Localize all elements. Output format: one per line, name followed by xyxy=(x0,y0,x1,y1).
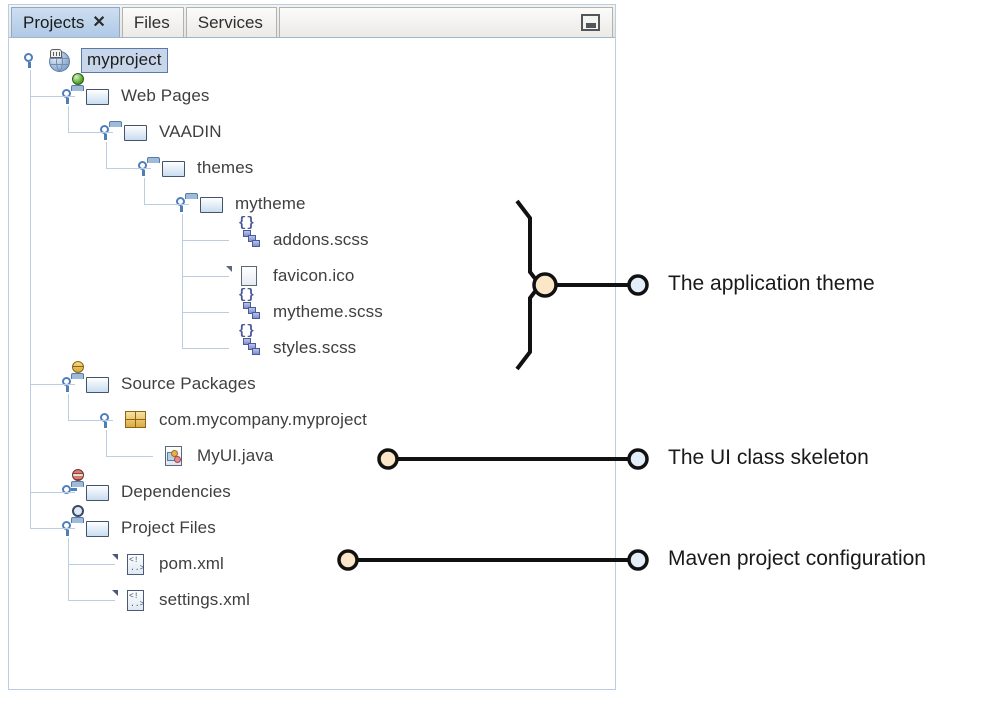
tree-row-label: settings.xml xyxy=(159,590,250,609)
tree-row[interactable]: {}mytheme.scss xyxy=(238,287,383,321)
expand-handle-open-icon[interactable] xyxy=(61,376,77,392)
expand-handle-open-icon[interactable] xyxy=(23,52,39,68)
tree-guide-line xyxy=(182,276,229,277)
tree-row[interactable]: VAADIN xyxy=(9,114,615,150)
tree-row-label: pom.xml xyxy=(159,554,224,573)
tree-guide-line xyxy=(30,96,75,97)
tree-guide-line xyxy=(68,106,69,132)
tree-guide-line xyxy=(30,492,75,493)
tree-guide-line xyxy=(182,240,229,241)
tree-row-label: themes xyxy=(197,158,254,177)
tree-guide-line xyxy=(106,430,107,456)
tab-projects-label: Projects xyxy=(23,12,85,32)
callout-end-dot xyxy=(627,274,649,296)
tree-guide-line xyxy=(68,132,113,133)
tree-row[interactable]: MyUI.java xyxy=(9,438,615,474)
tree-row[interactable]: Dependencies xyxy=(9,469,615,510)
tree-guide-line xyxy=(68,394,69,420)
tree-row[interactable]: favicon.ico xyxy=(9,258,615,294)
tree-row-label: Source Packages xyxy=(121,374,256,393)
callout-label-maven-project-configuration: Maven project configuration xyxy=(668,547,926,570)
tree-row-label: styles.scss xyxy=(273,338,357,357)
tree-row[interactable]: Web Pages xyxy=(9,73,615,114)
tree-guide-line xyxy=(106,142,107,168)
tree-row[interactable]: themes xyxy=(9,150,615,186)
tree-guide-line xyxy=(106,168,151,169)
tree-row-label: MyUI.java xyxy=(197,446,274,465)
tab-projects[interactable]: Projects ✕ xyxy=(11,7,120,37)
tab-files-label: Files xyxy=(133,12,170,32)
tree-row[interactable]: mytheme xyxy=(9,186,615,222)
expand-handle-closed-icon[interactable] xyxy=(61,484,77,500)
tree-guide-line xyxy=(144,178,145,204)
tree-row-label: addons.scss xyxy=(273,230,369,249)
callout-end-dot xyxy=(627,448,649,470)
tree-guide-line xyxy=(182,348,229,349)
tree-row-label: com.mycompany.myproject xyxy=(159,410,367,429)
tree-row-label: VAADIN xyxy=(159,122,222,141)
expand-handle-open-icon[interactable] xyxy=(99,412,115,428)
tree-guide-line xyxy=(106,456,153,457)
tree-row[interactable]: Project Files xyxy=(9,505,615,546)
tree-row[interactable]: Source Packages xyxy=(9,361,615,402)
minimize-icon[interactable] xyxy=(581,14,600,31)
tree-guide-line xyxy=(30,528,75,529)
tree-row[interactable]: myproject xyxy=(9,42,615,78)
tree-row-label: favicon.ico xyxy=(273,266,355,285)
tree-row[interactable]: com.mycompany.myproject xyxy=(9,402,615,438)
tree-row-label: mytheme.scss xyxy=(273,302,383,321)
callout-label-application-theme: The application theme xyxy=(668,272,875,295)
expand-handle-open-icon[interactable] xyxy=(175,196,191,212)
tab-bar: Projects ✕ Files Services xyxy=(9,5,615,38)
tree-guide-line xyxy=(68,538,69,600)
tab-services[interactable]: Services xyxy=(185,7,277,37)
tree-guide-line xyxy=(68,600,115,601)
expand-handle-open-icon[interactable] xyxy=(137,160,153,176)
tree-row[interactable]: <!..>settings.xml xyxy=(9,582,615,618)
tree-guide-line xyxy=(30,70,31,528)
expand-handle-open-icon[interactable] xyxy=(99,124,115,140)
tree-row-label: myproject xyxy=(81,47,168,73)
close-icon[interactable]: ✕ xyxy=(92,13,106,31)
tree-guide-line xyxy=(68,564,115,565)
tab-services-label: Services xyxy=(197,12,263,32)
tab-bar-filler xyxy=(278,7,613,37)
tree-row-label: mytheme xyxy=(235,194,306,213)
tree-guide-line xyxy=(144,204,189,205)
expand-handle-open-icon[interactable] xyxy=(61,88,77,104)
expand-handle-open-icon[interactable] xyxy=(61,520,77,536)
tree-row-label: Dependencies xyxy=(121,482,231,501)
tree-guide-line xyxy=(182,312,229,313)
tree-row[interactable]: {}styles.scss xyxy=(238,323,357,357)
tree-row-label: Project Files xyxy=(121,518,216,537)
tree-row[interactable]: <!..>pom.xml xyxy=(9,546,615,582)
tree-row[interactable]: {}addons.scss xyxy=(238,215,369,249)
tree-guide-line xyxy=(182,214,183,348)
tree-guide-line xyxy=(30,384,75,385)
callout-end-dot xyxy=(627,549,649,571)
tree-guide-line xyxy=(68,420,113,421)
tab-files[interactable]: Files xyxy=(121,7,184,37)
tree-row-label: Web Pages xyxy=(121,86,210,105)
callout-label-ui-class-skeleton: The UI class skeleton xyxy=(668,446,869,469)
